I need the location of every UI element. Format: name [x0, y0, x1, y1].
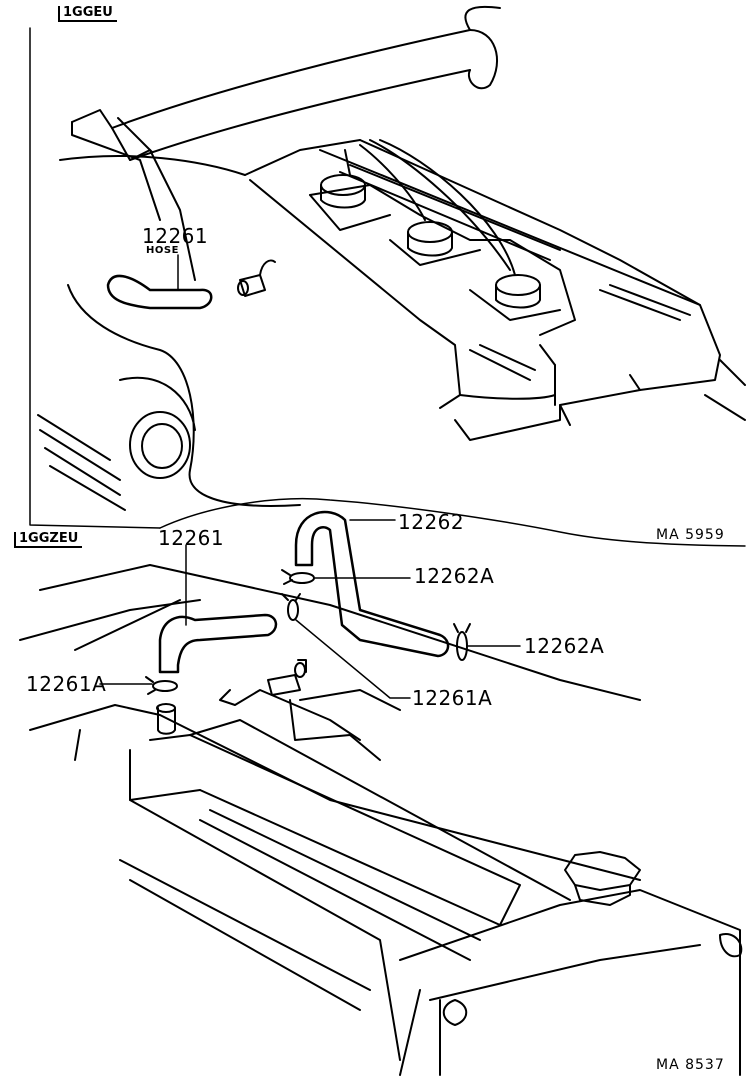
illustration-ref-upper: MA 5959	[656, 527, 725, 543]
part-number-12261a-left: 12261A	[26, 672, 107, 696]
part-number-12262a-upper: 12262A	[414, 564, 495, 588]
part-number-12261a-right: 12261A	[412, 686, 493, 710]
part-number-12262a-lower: 12262A	[524, 634, 605, 658]
lower-engine-view	[19, 510, 743, 1076]
part-number-12261-lower: 12261	[158, 526, 225, 550]
part-number-hose-upper: 12261	[142, 224, 209, 248]
part-number-12262: 12262	[398, 510, 465, 534]
illustration-ref-lower: MA 8537	[656, 1057, 725, 1073]
upper-engine-view	[29, 5, 746, 547]
part-name-hose: HOSE	[146, 245, 179, 256]
engine-code-tag-lower: 1GGZEU	[14, 532, 83, 548]
engine-code-tag-upper: 1GGEU	[58, 6, 117, 22]
